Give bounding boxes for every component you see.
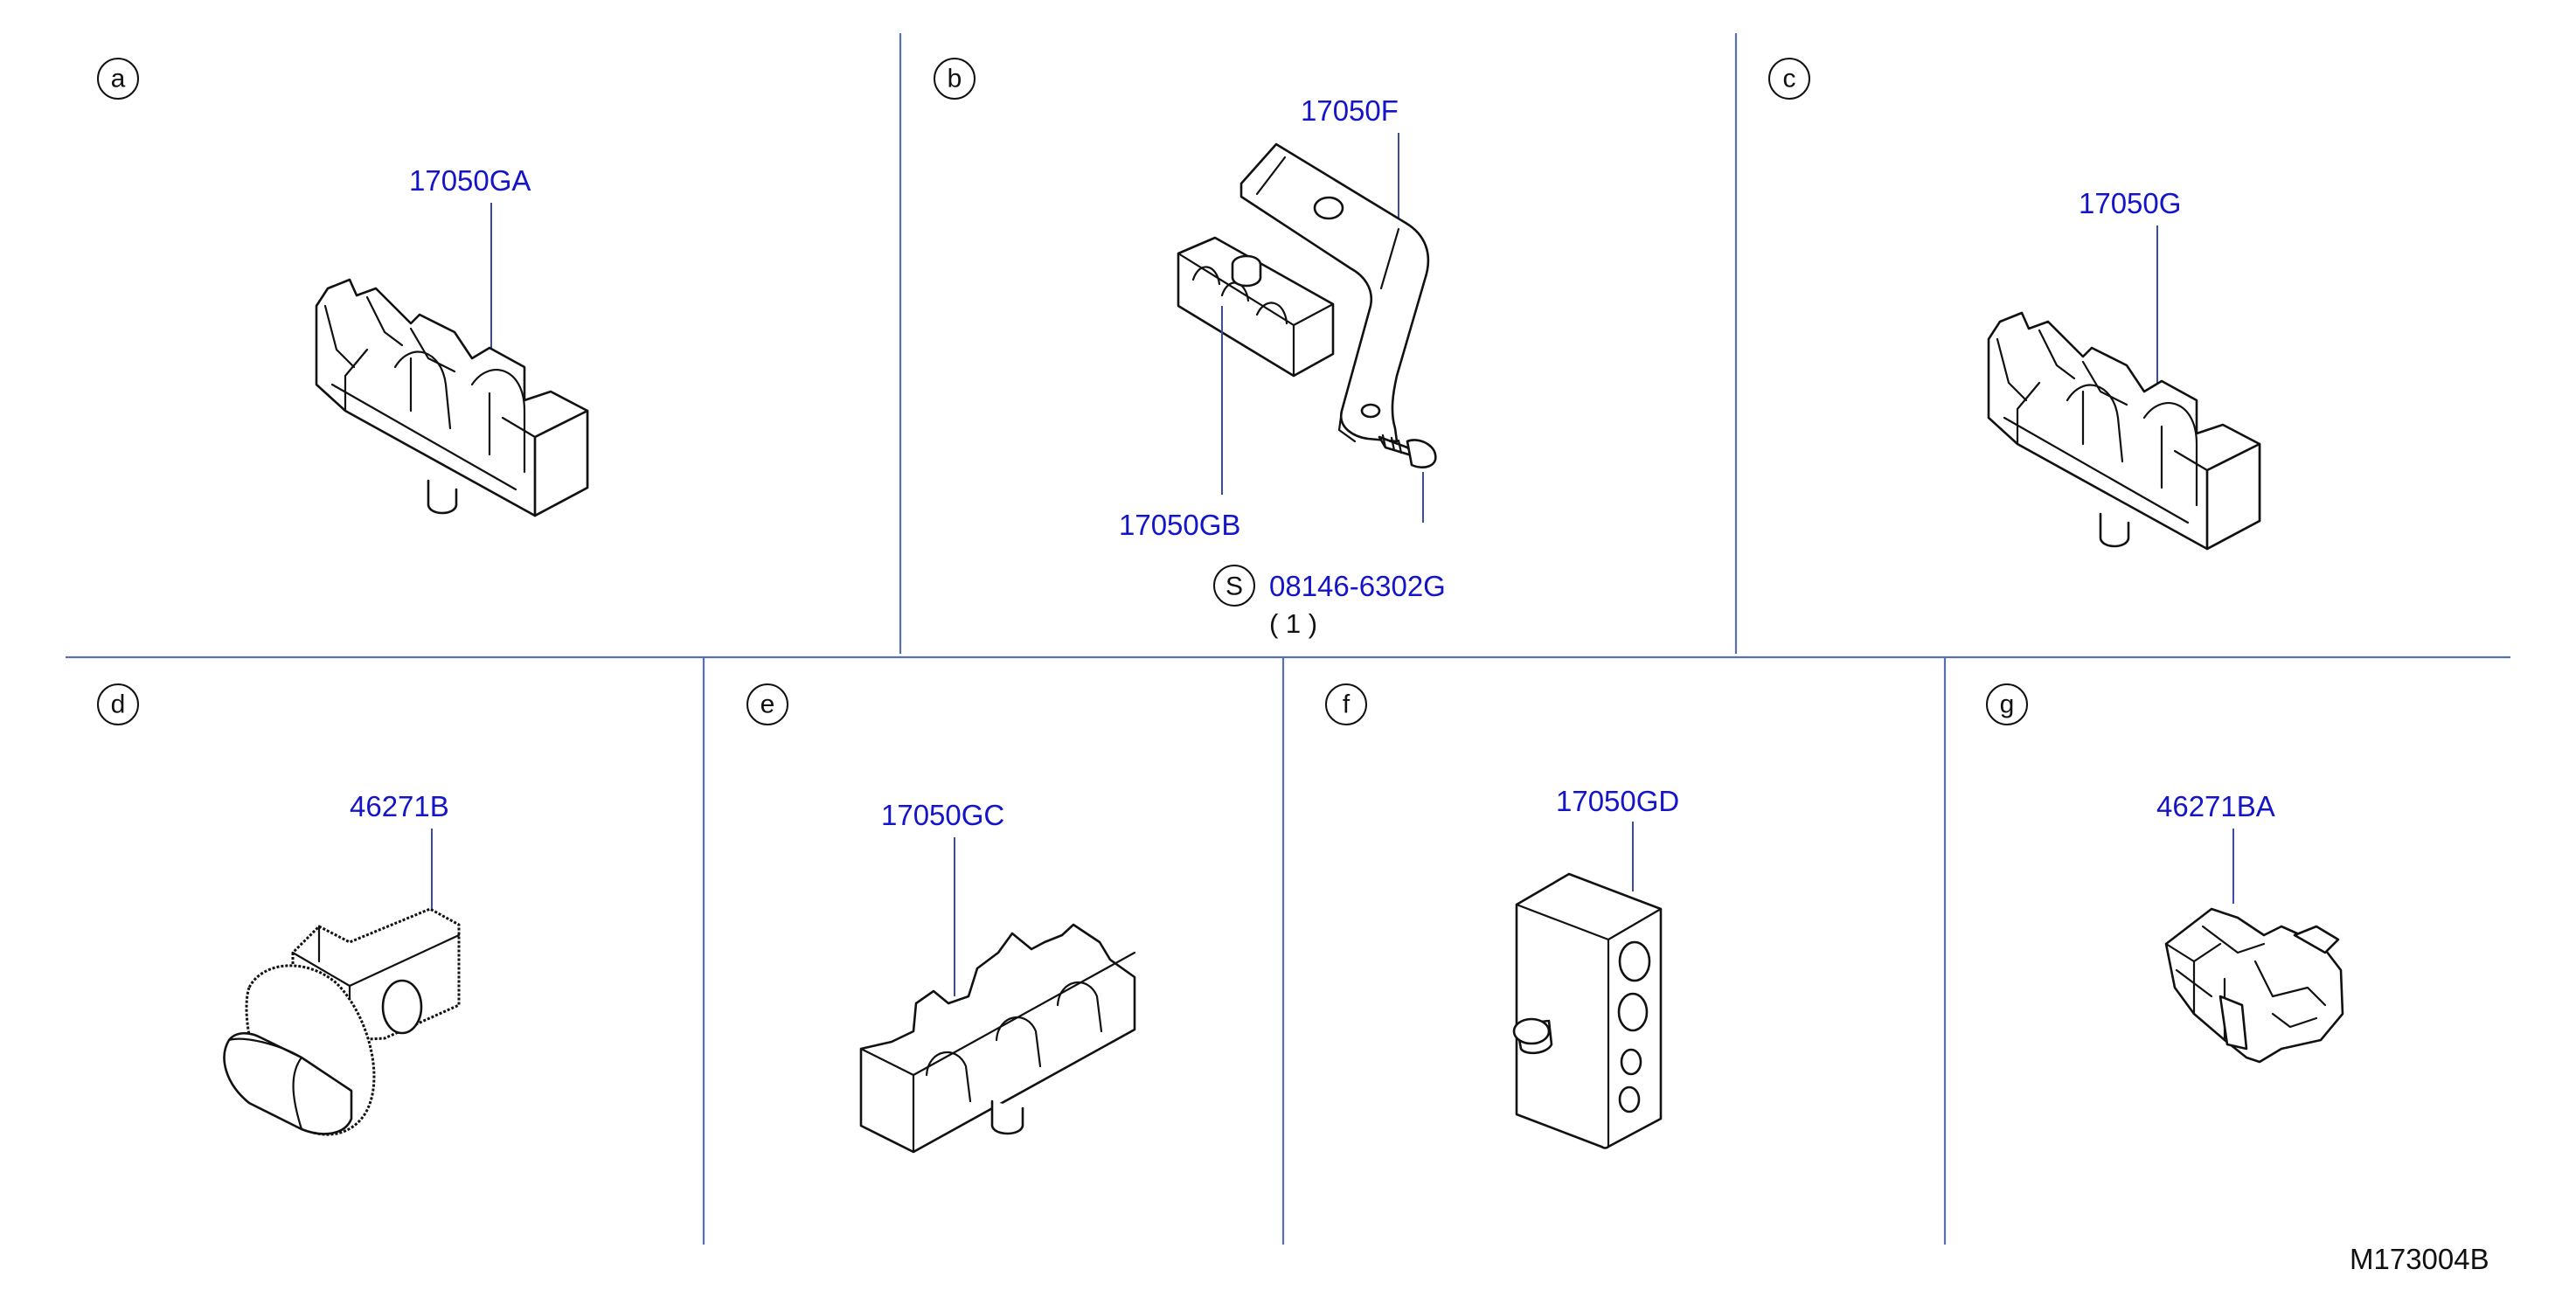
panel-tag-c-label: c (1783, 65, 1796, 94)
part-number-08146-6302G: 08146-6302G (1269, 570, 1446, 602)
pipe-clip-triple-a (315, 278, 589, 517)
panel-dividers (66, 33, 2510, 1245)
mounting-bracket (1239, 142, 1430, 443)
panel-tag-e: e (746, 683, 788, 725)
panel-tag-a: a (97, 58, 139, 100)
pipe-clip-triple-c (1987, 311, 2261, 551)
panel-tag-f: f (1325, 683, 1367, 725)
panel-tag-f-label: f (1343, 690, 1350, 719)
panel-tag-a-label: a (111, 65, 126, 94)
part-number-17050GA: 17050GA (409, 164, 531, 197)
panel-tag-c: c (1768, 58, 1810, 100)
part-number-46271B: 46271B (350, 790, 449, 822)
bolt-quantity: ( 1 ) (1269, 608, 1317, 639)
part-number-17050G: 17050G (2079, 187, 2181, 219)
panel-b: b 17050F 17050GB S 08146-6302G ( 1 (934, 58, 1446, 639)
standard-part-symbol: S (1213, 565, 1255, 607)
panel-f: f 17050GD (1325, 683, 1679, 1149)
panel-tag-d: d (97, 683, 139, 725)
panel-c: c 17050G (1768, 58, 2261, 551)
flange-bolt (1378, 433, 1437, 468)
part-number-17050GD: 17050GD (1556, 785, 1679, 817)
pipe-clip-triple-e (859, 923, 1136, 1154)
part-number-46271BA: 46271BA (2156, 790, 2275, 822)
panel-g: g 46271BA (1986, 683, 2344, 1064)
harness-clip-g (2164, 907, 2344, 1064)
part-number-17050GB: 17050GB (1119, 509, 1240, 541)
panel-e: e 17050GC (746, 683, 1136, 1154)
rubber-block-f (1512, 872, 1663, 1149)
standard-part-symbol-label: S (1226, 572, 1243, 601)
panel-tag-d-label: d (111, 690, 126, 719)
panel-tag-b-label: b (948, 65, 962, 94)
part-number-17050F: 17050F (1301, 94, 1399, 127)
panel-d: d 46271B (97, 683, 461, 1136)
diagram-reference-code: M173004B (2350, 1243, 2489, 1275)
part-number-17050GC: 17050GC (881, 799, 1004, 831)
panel-tag-e-label: e (760, 690, 775, 719)
panel-tag-g-label: g (2000, 690, 2015, 719)
panel-a: a 17050GA (97, 58, 589, 517)
triple-pipe-block (1177, 236, 1335, 378)
harness-clip-d (223, 907, 461, 1136)
panel-tag-g: g (1986, 683, 2028, 725)
panel-tag-b: b (934, 58, 976, 100)
